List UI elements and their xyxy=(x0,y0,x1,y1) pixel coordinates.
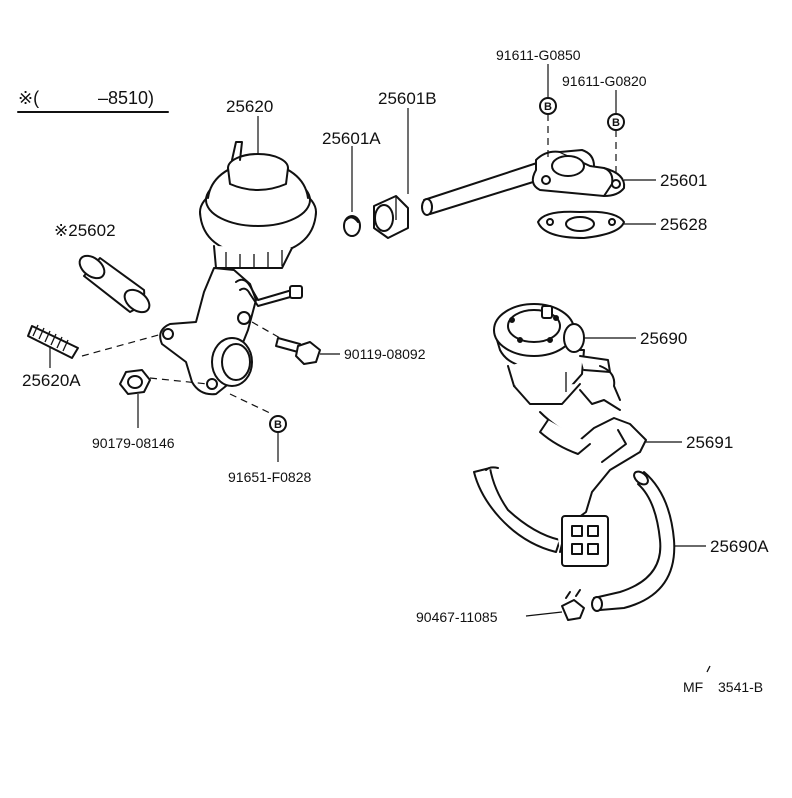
diagram-code-suffix: 3541-B xyxy=(718,679,763,695)
hose-25690a-drawing xyxy=(591,470,676,612)
label-25628: 25628 xyxy=(660,215,707,234)
label-91611-0850: 91611-G0850 xyxy=(496,47,581,63)
part-25602-drawing xyxy=(78,254,151,314)
stud-25620a-drawing xyxy=(27,324,79,359)
label-25620a: 25620A xyxy=(22,371,81,390)
bracket-25691-drawing xyxy=(473,389,647,567)
pipe-25601-drawing xyxy=(421,149,626,216)
label-25690: 25690 xyxy=(640,329,687,348)
egr-valve-drawing xyxy=(159,141,317,396)
label-25601b: 25601B xyxy=(378,89,437,108)
prime-mark xyxy=(706,665,711,673)
label-25690a: 25690A xyxy=(710,537,769,556)
modulator-25690-drawing xyxy=(493,303,621,405)
bolt-90119-drawing xyxy=(275,337,321,365)
nut-90179-drawing xyxy=(119,369,151,395)
label-25602: ※25602 xyxy=(54,221,116,240)
header-note: ※( –8510) xyxy=(17,88,169,113)
callout-b-letter: B xyxy=(274,419,282,431)
dash-nut-to-flange xyxy=(149,377,209,385)
dash-stud-to-flange xyxy=(81,333,163,357)
label-91651: 91651-F0828 xyxy=(228,469,312,485)
diagram-code: MF 3541-B xyxy=(683,665,763,695)
gasket-25628-drawing xyxy=(537,210,625,239)
label-91611-0820: 91611-G0820 xyxy=(562,73,647,89)
nut-25601b-drawing xyxy=(373,195,409,239)
callout-b-91611-0850: B xyxy=(539,97,557,115)
label-90119: 90119-08092 xyxy=(344,346,426,362)
leader-90467 xyxy=(525,611,563,617)
label-25601a: 25601A xyxy=(322,129,381,148)
diagram-code-prefix: MF xyxy=(683,679,703,695)
dash-91651 xyxy=(229,393,273,415)
label-90467: 90467-11085 xyxy=(416,609,498,625)
washer-25601a-drawing xyxy=(343,215,361,237)
callout-b-91611-0820: B xyxy=(607,113,625,131)
header-suffix: –8510) xyxy=(98,88,154,108)
callout-b-91651: B xyxy=(269,415,287,433)
clip-90467-drawing xyxy=(561,589,585,621)
header-prefix: ※( xyxy=(18,88,39,108)
label-25620: 25620 xyxy=(226,97,273,116)
label-25601: 25601 xyxy=(660,171,707,190)
dash-bolt-to-body xyxy=(251,321,281,339)
label-25691: 25691 xyxy=(686,433,733,452)
callout-b-letter: B xyxy=(612,117,620,129)
label-90179: 90179-08146 xyxy=(92,435,175,451)
callout-b-letter: B xyxy=(544,101,552,113)
